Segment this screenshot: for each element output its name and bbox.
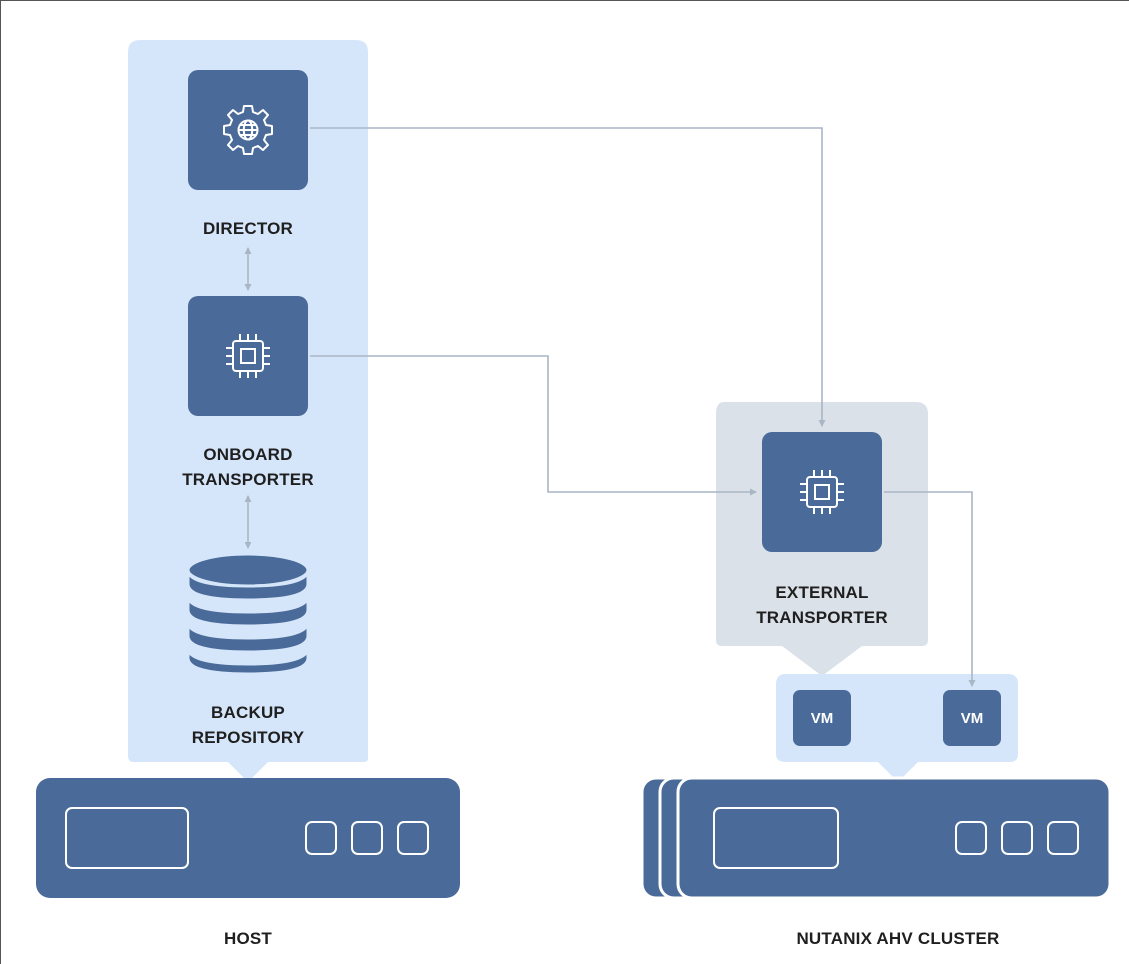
cpu-chip-icon <box>800 470 844 514</box>
director-label: DIRECTOR <box>202 219 294 238</box>
cpu-chip-icon <box>226 334 270 378</box>
backup-repository-label: BACKUP REPOSITORY <box>191 703 305 747</box>
cluster-label: NUTANIX AHV CLUSTER <box>796 929 1000 948</box>
connector-director-external <box>310 127 826 427</box>
vm-box-right: VM <box>943 690 1001 746</box>
host-server <box>36 778 460 898</box>
director-node <box>188 70 308 190</box>
vm-box-left: VM <box>793 690 851 746</box>
gear-globe-icon <box>223 105 273 155</box>
external-transporter-label: EXTERNAL TRANSPORTER <box>756 583 888 627</box>
host-label: HOST <box>223 929 273 948</box>
vm-label: VM <box>810 709 834 727</box>
onboard-transporter-node <box>188 296 308 416</box>
vm-label: VM <box>960 709 984 727</box>
onboard-transporter-label: ONBOARD TRANSPORTER <box>182 445 314 489</box>
external-transporter-node <box>762 432 882 552</box>
cluster-server-stack <box>640 776 1112 900</box>
connector-external-vm <box>884 491 976 687</box>
connector-onboard-external <box>310 355 757 496</box>
database-icon <box>186 552 310 676</box>
